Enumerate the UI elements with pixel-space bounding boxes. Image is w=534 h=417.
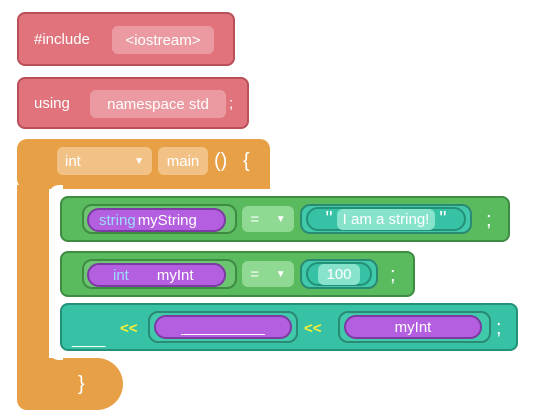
int-var-pill[interactable]: int myInt [87,263,226,287]
main-inner-curve-bottom [49,350,63,360]
type-int-label: int [113,266,129,284]
include-block[interactable]: #include <iostream> [17,12,235,66]
stream-op-2: << [304,320,322,337]
include-header-text: <iostream> [125,31,201,49]
var-name-mystring: myString [137,211,197,229]
return-type-dropdown[interactable]: int ▼ [57,147,152,175]
declare-string-statement[interactable]: string myString = ▼ " I am a string! " ; [60,196,510,242]
chevron-down-icon: ▼ [134,155,144,167]
main-open-brace: { [243,150,250,172]
quote-close: " [439,207,447,230]
assign-op-text-1: = [250,210,260,228]
stmt2-semicolon: ; [390,264,396,286]
output-var-text: myInt [394,318,432,336]
main-close-brace: } [78,373,85,395]
function-name-text: main [166,152,200,170]
main-parens: () [214,150,228,172]
include-header-field[interactable]: <iostream> [112,26,214,54]
stmt1-semicolon: ; [486,209,492,231]
int-var-socket[interactable]: int myInt [82,259,237,289]
int-literal-socket[interactable]: 100 [300,259,378,289]
stmt3-semicolon: ; [496,317,502,339]
output-blank-pill[interactable]: __________ [154,315,292,339]
using-keyword: using [34,95,70,112]
output-blank-socket[interactable]: __________ [148,311,298,343]
using-semicolon: ; [229,95,234,112]
quote-open: " [325,207,333,230]
using-block[interactable]: using namespace std ; [17,77,249,129]
main-block-spine [17,185,49,363]
namespace-text: namespace std [107,95,209,113]
type-string-label: string [99,211,136,229]
stream-op-1: << [120,320,138,337]
output-stream-statement[interactable]: ____ << __________ << myInt ; [60,303,518,351]
string-value-field[interactable]: I am a string! [336,208,436,230]
string-var-socket[interactable]: string myString [82,204,237,234]
main-block-footer[interactable]: } [17,358,123,410]
output-var-pill[interactable]: myInt [344,315,482,339]
assign-op-dropdown-2[interactable]: = ▼ [242,261,294,287]
output-var-socket[interactable]: myInt [338,311,491,343]
chevron-down-icon: ▼ [275,213,286,225]
string-var-pill[interactable]: string myString [87,208,226,232]
assign-op-text-2: = [250,265,260,283]
namespace-field[interactable]: namespace std [90,90,226,118]
int-value-field[interactable]: 100 [318,263,360,285]
string-literal-block[interactable]: " I am a string! " [306,207,466,231]
string-literal-socket[interactable]: " I am a string! " [300,204,472,234]
declare-int-statement[interactable]: int myInt = ▼ 100 ; [60,251,415,297]
output-blank-text: __________ [181,318,265,336]
stream-blank-field[interactable]: ____ [72,331,106,348]
chevron-down-icon: ▼ [275,268,286,280]
assign-op-dropdown-1[interactable]: = ▼ [242,206,294,232]
function-name-field[interactable]: main [158,147,208,175]
main-inner-curve [49,185,63,199]
return-type-text: int [65,152,81,170]
int-literal-block[interactable]: 100 [306,262,372,286]
include-keyword: #include [34,31,90,48]
var-name-myint: myInt [156,266,194,284]
